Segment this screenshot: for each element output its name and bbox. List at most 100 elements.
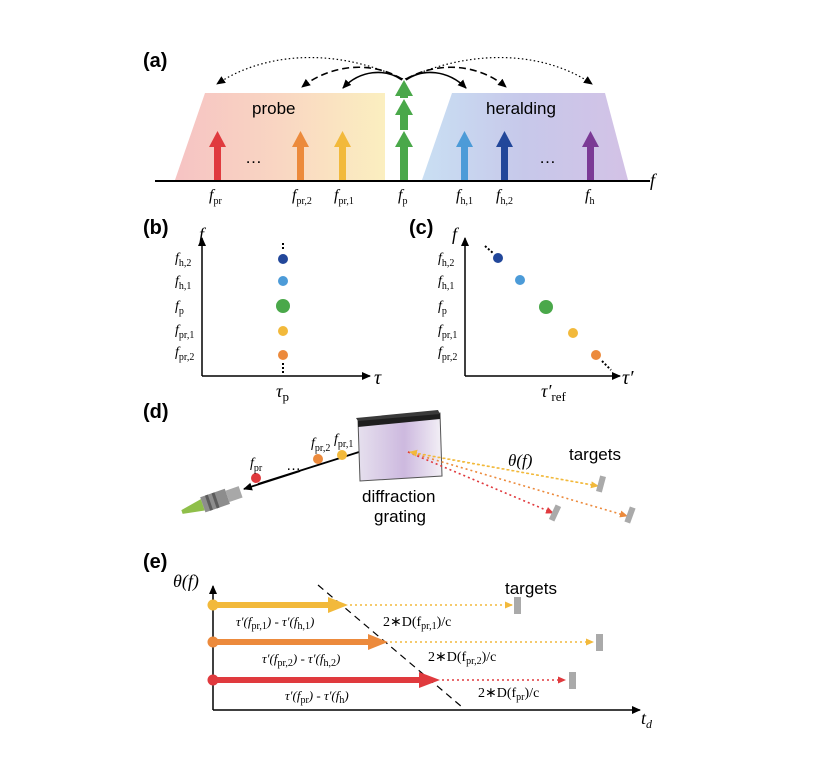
frequency-axis-label: f bbox=[650, 170, 658, 190]
panel-e: (e) θ(f) td targets τ′(fpr,1) - τ′(fh,1)… bbox=[143, 551, 653, 731]
d-beam-yellow-return bbox=[409, 449, 599, 487]
e-row-2-delay: τ′(fpr,2) - τ′(fh,2) bbox=[262, 651, 340, 669]
e-row-1: τ′(fpr,1) - τ′(fh,1) 2∗D(fpr,1)/c bbox=[207, 597, 521, 632]
d-label-fpr1: fpr,1 bbox=[334, 432, 353, 450]
e-dashed-boundary bbox=[317, 584, 463, 708]
d-target-1 bbox=[596, 475, 606, 493]
laser-source bbox=[181, 486, 243, 514]
b-tick-fpr2: fpr,2 bbox=[175, 345, 194, 363]
b-point-fpr2 bbox=[278, 350, 288, 360]
e-target-3 bbox=[569, 672, 576, 689]
b-point-fpr1 bbox=[278, 326, 288, 336]
heralding-band bbox=[422, 93, 628, 180]
d-ellipsis: … bbox=[286, 457, 301, 474]
panel-d-label: (d) bbox=[143, 401, 169, 423]
b-tick-fp: fp bbox=[175, 299, 184, 317]
pairing-arcs bbox=[216, 57, 593, 89]
c-points bbox=[484, 245, 612, 371]
e-x-axis-label: td bbox=[641, 708, 653, 731]
b-y-axis-label: f bbox=[199, 224, 207, 244]
d-targets-label: targets bbox=[569, 445, 621, 464]
c-dots-top bbox=[484, 245, 494, 254]
e-row-2: τ′(fpr,2) - τ′(fh,2) 2∗D(fpr,2)/c bbox=[207, 634, 603, 669]
c-point-fpr2 bbox=[591, 350, 601, 360]
b-point-fp bbox=[276, 299, 290, 313]
tick-fh: fh bbox=[585, 187, 594, 207]
tick-fpr2: fpr,2 bbox=[292, 187, 312, 207]
e-y-axis-label: θ(f) bbox=[173, 571, 199, 592]
d-dot-fpr2 bbox=[313, 454, 323, 464]
c-tick-fp: fp bbox=[438, 299, 447, 317]
panel-c-label: (c) bbox=[409, 217, 433, 239]
probe-band bbox=[175, 93, 385, 180]
arrow-fh bbox=[582, 131, 599, 180]
frequency-tick-labels: fpr fpr,2 fpr,1 fp fh,1 fh,2 fh bbox=[209, 187, 594, 207]
arrow-fh2 bbox=[496, 131, 513, 180]
beam-back bbox=[243, 470, 301, 491]
tick-fpr1: fpr,1 bbox=[334, 187, 354, 207]
panel-a-label: (a) bbox=[143, 50, 167, 72]
e-target-2 bbox=[596, 634, 603, 651]
d-target-2 bbox=[624, 506, 636, 524]
panel-e-label: (e) bbox=[143, 551, 167, 573]
arrow-fp bbox=[395, 80, 413, 180]
c-point-fpr1 bbox=[568, 328, 578, 338]
arrow-fpr2 bbox=[292, 131, 309, 180]
diffraction-grating bbox=[356, 410, 443, 482]
tick-fh1: fh,1 bbox=[456, 187, 473, 207]
tick-fp: fp bbox=[398, 187, 407, 207]
c-x-tick-tauref: τ′ref bbox=[541, 381, 566, 404]
panel-c: (c) f τ′ fh,2 fh,1 fp fpr,1 fpr,2 τ′ref bbox=[409, 217, 634, 404]
panel-b: (b) f τ fh,2 fh,1 fp fpr,1 fpr,2 τp bbox=[143, 217, 382, 404]
panel-a: (a) probe heralding … … bbox=[143, 50, 658, 207]
tick-fh2: fh,2 bbox=[496, 187, 513, 207]
tick-fpr: fpr bbox=[209, 187, 222, 207]
frequency-arrows bbox=[209, 80, 599, 180]
d-label-fpr2: fpr,2 bbox=[311, 436, 330, 454]
d-grating-label-2: grating bbox=[374, 507, 426, 526]
arrow-fh1 bbox=[456, 131, 473, 180]
b-x-axis-label: τ bbox=[374, 367, 382, 389]
d-theta-label: θ(f) bbox=[508, 451, 533, 470]
panel-b-label: (b) bbox=[143, 217, 169, 239]
d-beam-orange bbox=[407, 451, 628, 518]
d-target-3 bbox=[548, 504, 562, 522]
probe-ellipsis: … bbox=[245, 148, 262, 167]
e-targets-label: targets bbox=[505, 579, 557, 598]
b-point-fh2 bbox=[278, 254, 288, 264]
e-row-1-delay: τ′(fpr,1) - τ′(fh,1) bbox=[236, 614, 314, 632]
c-y-tick-labels: fh,2 fh,1 fp fpr,1 fpr,2 bbox=[438, 251, 457, 363]
c-dots-bottom bbox=[601, 360, 612, 371]
b-points bbox=[276, 243, 290, 374]
c-x-axis-label: τ′ bbox=[622, 367, 634, 389]
c-y-axis-label: f bbox=[452, 224, 460, 244]
d-beam-red bbox=[407, 451, 554, 514]
heralding-label: heralding bbox=[486, 99, 556, 118]
e-row-2-distance: 2∗D(fpr,2)/c bbox=[428, 650, 496, 667]
c-point-fp bbox=[539, 300, 553, 314]
panel-d: (d) fpr fpr,2 fpr,1 … bbox=[143, 401, 636, 526]
e-row-3-delay: τ′(fpr) - τ′(fh) bbox=[285, 688, 349, 706]
c-tick-fh2: fh,2 bbox=[438, 251, 454, 269]
arrow-fpr bbox=[209, 131, 226, 180]
d-label-fpr: fpr bbox=[250, 456, 263, 474]
b-tick-fh2: fh,2 bbox=[175, 251, 191, 269]
c-tick-fpr1: fpr,1 bbox=[438, 323, 457, 341]
e-target-1 bbox=[514, 597, 521, 614]
heralding-ellipsis: … bbox=[539, 148, 556, 167]
b-point-fh1 bbox=[278, 276, 288, 286]
e-row-3: τ′(fpr) - τ′(fh) 2∗D(fpr)/c bbox=[207, 672, 576, 706]
probe-label: probe bbox=[252, 99, 295, 118]
arrow-fpr1 bbox=[334, 131, 351, 180]
e-row-1-distance: 2∗D(fpr,1)/c bbox=[383, 615, 451, 632]
b-x-tick-taup: τp bbox=[276, 381, 289, 404]
d-grating-label-1: diffraction bbox=[362, 487, 435, 506]
b-tick-fpr1: fpr,1 bbox=[175, 323, 194, 341]
b-y-tick-labels: fh,2 fh,1 fp fpr,1 fpr,2 bbox=[175, 251, 194, 363]
d-dot-fpr bbox=[251, 473, 261, 483]
e-row-3-distance: 2∗D(fpr)/c bbox=[478, 686, 539, 703]
c-tick-fpr2: fpr,2 bbox=[438, 345, 457, 363]
b-tick-fh1: fh,1 bbox=[175, 274, 191, 292]
